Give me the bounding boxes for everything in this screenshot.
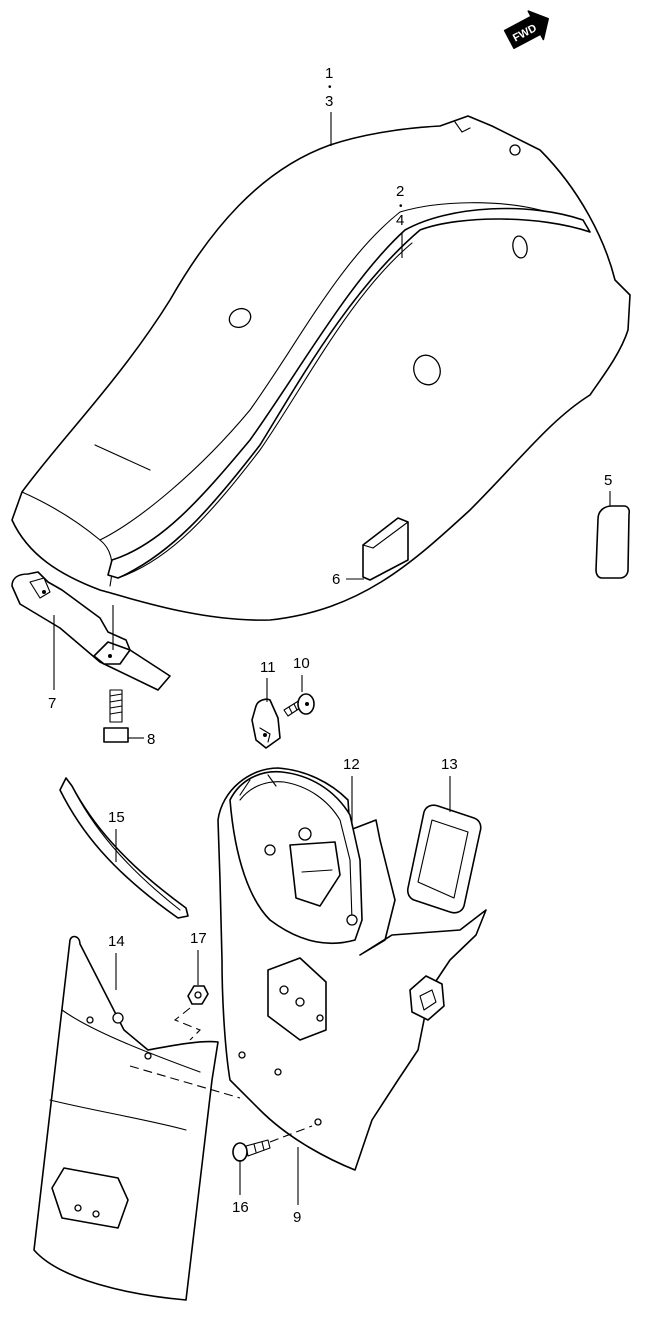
callout-7: 7	[48, 695, 56, 712]
callout-16: 16	[232, 1199, 249, 1216]
callout-2: 2	[396, 183, 404, 200]
clip-11	[251, 698, 281, 749]
bracket-7	[11, 571, 171, 691]
callout-11: 11	[260, 659, 276, 676]
callout-5: 5	[604, 472, 612, 489]
svg-text:•: •	[399, 201, 403, 212]
callout-12: 12	[343, 756, 360, 773]
nut-17	[187, 985, 209, 1005]
trim-strip-15	[59, 777, 189, 919]
screw-10	[283, 693, 315, 717]
svg-text:•: •	[328, 82, 332, 93]
callout-13: 13	[441, 756, 458, 773]
pad-6	[362, 517, 409, 581]
callout-8: 8	[147, 731, 155, 748]
inner-fender-9-12	[217, 767, 487, 1171]
screw-16	[232, 1139, 271, 1162]
callout-4: 4	[396, 212, 404, 229]
callout-3: 3	[325, 93, 333, 110]
mud-flap-14	[33, 935, 219, 1301]
callout-15: 15	[108, 809, 125, 826]
bolt-8	[103, 689, 129, 743]
callout-17: 17	[190, 930, 207, 947]
callout-14: 14	[108, 933, 125, 950]
callout-6: 6	[332, 571, 340, 588]
callout-10: 10	[293, 655, 310, 672]
rear-fender	[11, 115, 631, 621]
callout-1: 1	[325, 65, 333, 82]
fwd-arrow-icon: FWD	[503, 10, 549, 50]
reflector-5	[595, 505, 631, 579]
callout-9: 9	[293, 1209, 301, 1226]
grommet-13	[406, 804, 482, 914]
